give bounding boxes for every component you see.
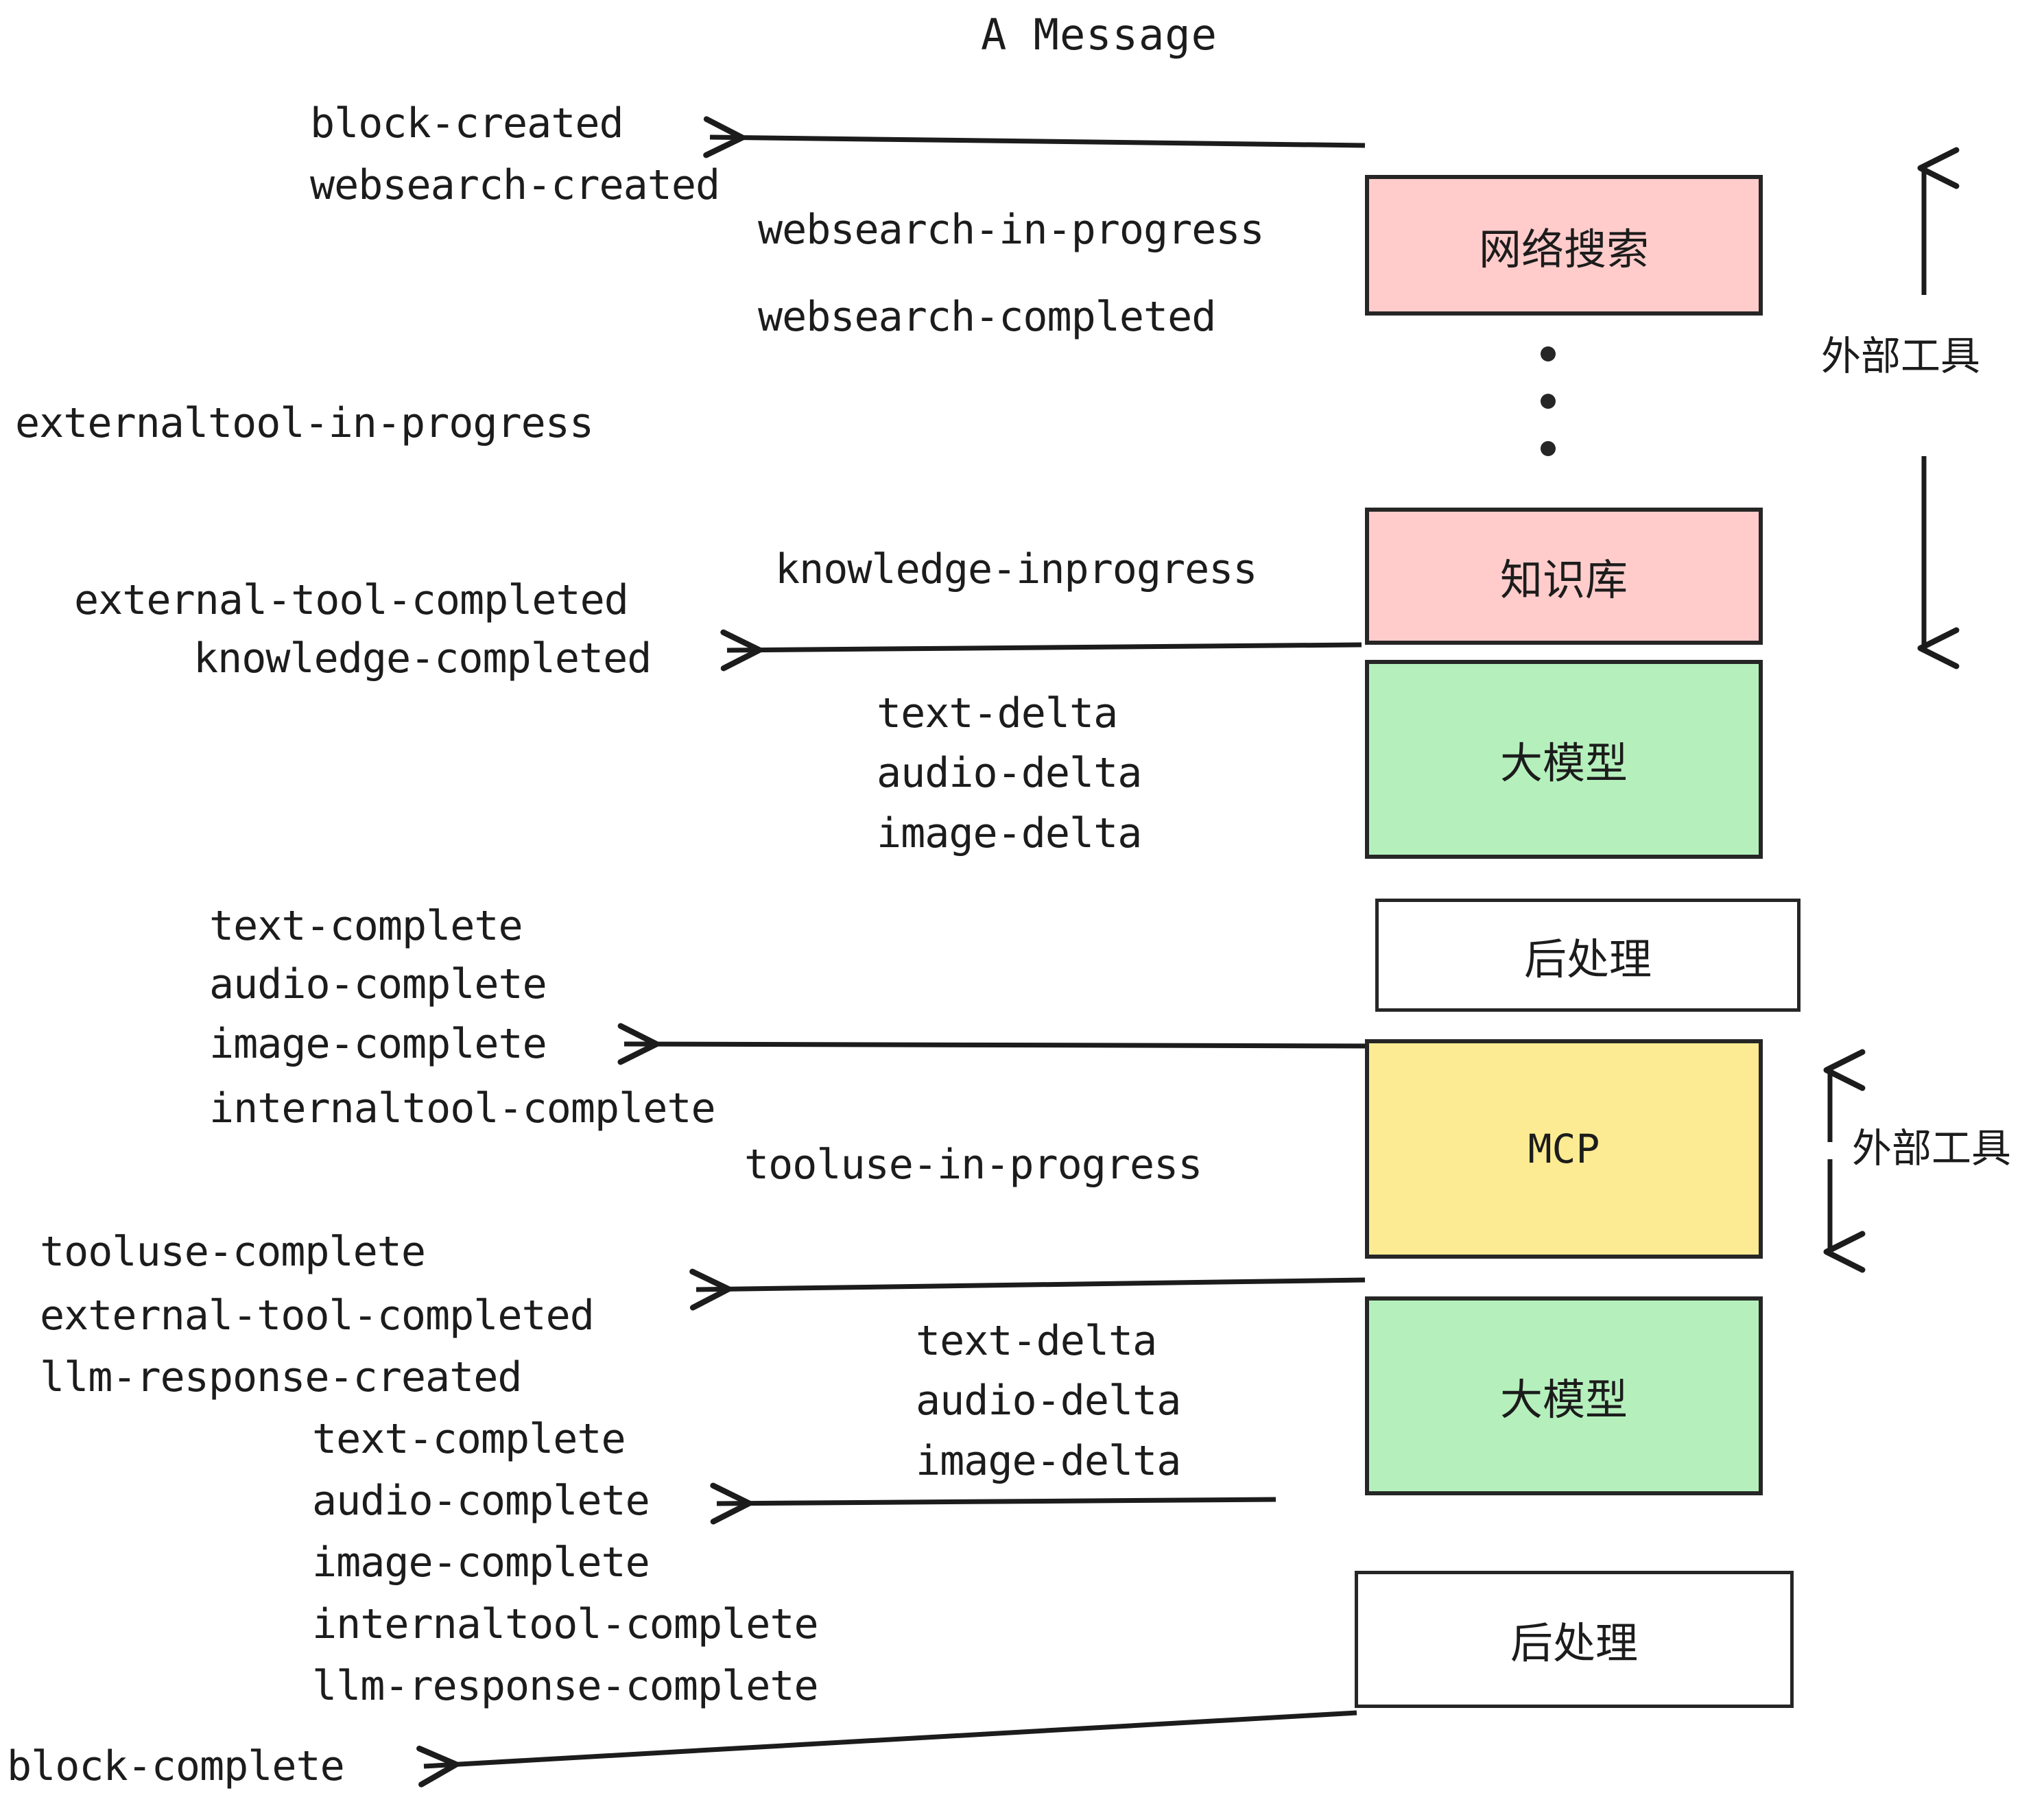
event-text-delta-1: text-delta [877, 689, 1118, 737]
node-knowledge-label: 知识库 [1499, 555, 1628, 605]
event-websearch-in-progress: websearch-in-progress [758, 206, 1265, 254]
event-internaltool-complete-1: internaltool-complete [209, 1084, 716, 1132]
event-llm-response-created: llm-response-created [40, 1353, 522, 1401]
event-knowledge-inprogress: knowledge-inprogress [775, 545, 1257, 593]
node-websearch-label: 网络搜索 [1478, 224, 1649, 274]
event-block-created: block-created [310, 99, 624, 147]
ellipsis-dot [1541, 394, 1556, 409]
event-audio-complete-1: audio-complete [209, 960, 547, 1008]
node-postprocess-bottom-label: 后处理 [1510, 1618, 1638, 1668]
event-audio-delta-2: audio-delta [916, 1377, 1181, 1425]
arrow-knowledge-to-completed [720, 629, 1362, 672]
arrow-llm-to-audio-complete [710, 1482, 1276, 1525]
node-llm-top-label: 大模型 [1499, 738, 1628, 788]
event-audio-delta-1: audio-delta [877, 749, 1142, 797]
arrow-websearch-to-created [703, 116, 1366, 158]
ellipsis-dot [1541, 441, 1556, 456]
arrow-mcp-to-tooluse-complete [689, 1268, 1366, 1311]
node-llm-bottom[interactable]: 大模型 [1365, 1296, 1763, 1495]
event-llm-response-complete: llm-response-complete [312, 1662, 819, 1710]
event-external-tool-completed-2: external-tool-completed [40, 1292, 595, 1340]
vertical-ellipsis-icon [1540, 346, 1556, 456]
event-block-complete: block-complete [7, 1742, 345, 1790]
node-llm-top[interactable]: 大模型 [1365, 660, 1763, 859]
ellipsis-dot [1541, 346, 1556, 361]
event-external-tool-completed-1: external-tool-completed [74, 576, 629, 624]
event-text-delta-2: text-delta [916, 1317, 1157, 1365]
event-internaltool-complete-2: internaltool-complete [312, 1600, 819, 1648]
event-knowledge-completed: knowledge-completed [193, 634, 652, 683]
node-postprocess-top-label: 后处理 [1523, 934, 1652, 984]
event-text-complete-2: text-complete [312, 1415, 626, 1463]
event-tooluse-in-progress: tooluse-in-progress [744, 1141, 1202, 1189]
event-audio-complete-2: audio-complete [312, 1477, 650, 1525]
event-websearch-completed: websearch-completed [758, 293, 1216, 341]
node-postprocess-top[interactable]: 后处理 [1375, 899, 1801, 1012]
node-websearch[interactable]: 网络搜索 [1365, 175, 1763, 316]
node-mcp[interactable]: MCP [1365, 1039, 1763, 1259]
diagram-title: A Message [981, 10, 1217, 60]
arrow-postprocess-to-image-complete [617, 1023, 1381, 1065]
node-llm-bottom-label: 大模型 [1499, 1375, 1628, 1425]
event-tooluse-complete: tooluse-complete [40, 1228, 426, 1276]
side-label-external-tool-bottom: 外部工具 [1852, 1125, 2012, 1172]
node-postprocess-bottom[interactable]: 后处理 [1355, 1571, 1794, 1708]
event-image-delta-1: image-delta [877, 809, 1142, 857]
event-image-complete-2: image-complete [312, 1539, 650, 1587]
node-mcp-label: MCP [1528, 1126, 1600, 1172]
event-externaltool-in-progress: externaltool-in-progress [15, 399, 594, 447]
event-websearch-created: websearch-created [310, 161, 720, 209]
node-knowledge[interactable]: 知识库 [1365, 508, 1763, 645]
event-image-delta-2: image-delta [916, 1437, 1181, 1485]
event-text-complete-1: text-complete [209, 902, 523, 950]
side-label-external-tool-top: 外部工具 [1821, 333, 1981, 379]
event-image-complete-1: image-complete [209, 1020, 547, 1068]
arrow-postprocess-to-block-complete [416, 1710, 1357, 1788]
